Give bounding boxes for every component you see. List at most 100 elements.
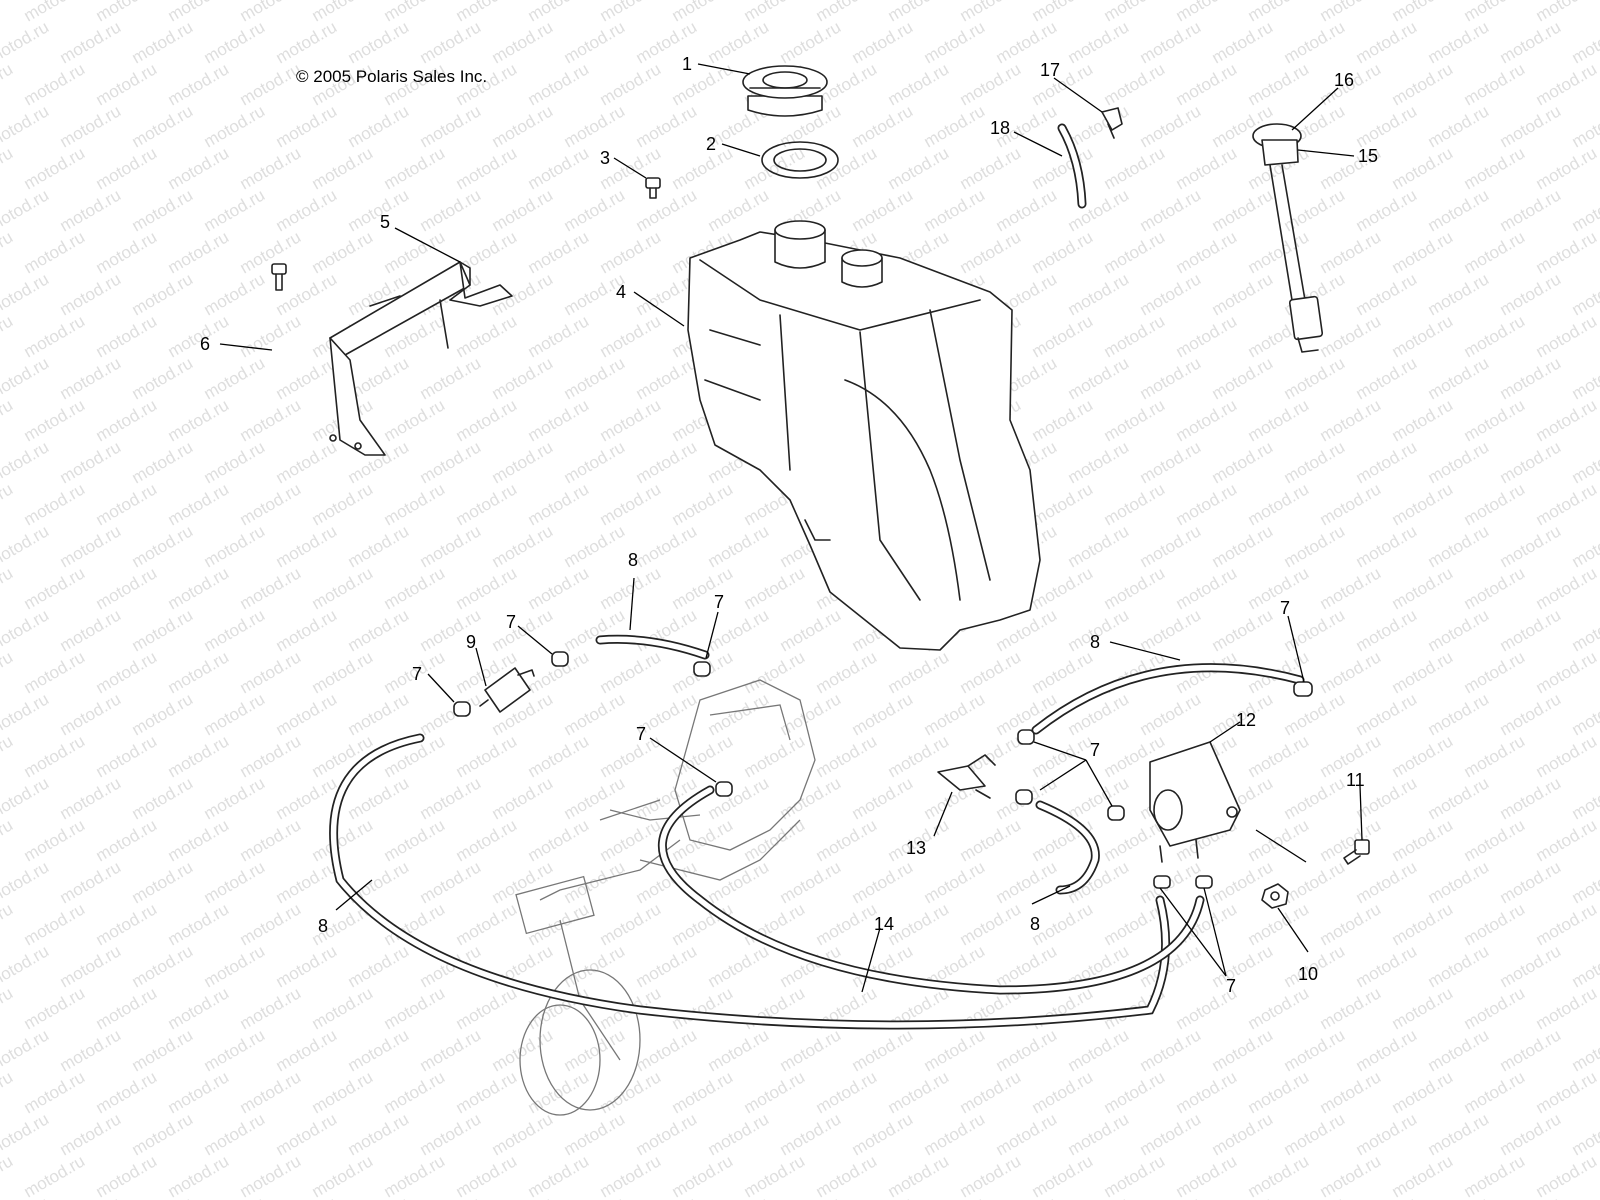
engine-carburetor-assembly bbox=[515, 679, 816, 1116]
watermark-text: motod.ru bbox=[849, 185, 917, 235]
watermark-text: motod.ru bbox=[669, 0, 737, 25]
watermark-text: motod.ru bbox=[21, 395, 89, 445]
watermark-text: motod.ru bbox=[1029, 647, 1097, 697]
watermark-text: motod.ru bbox=[417, 1025, 485, 1075]
watermark-text: motod.ru bbox=[1533, 59, 1600, 109]
watermark-text: motod.ru bbox=[1461, 395, 1529, 445]
watermark-text: motod.ru bbox=[669, 479, 737, 529]
watermark-text: motod.ru bbox=[705, 605, 773, 655]
watermark-text: motod.ru bbox=[1281, 773, 1349, 823]
watermark-text: motod.ru bbox=[417, 437, 485, 487]
watermark-text: motod.ru bbox=[921, 185, 989, 235]
watermark-text: motod.ru bbox=[1425, 185, 1493, 235]
watermark-text: motod.ru bbox=[1245, 227, 1313, 277]
watermark-text: motod.ru bbox=[993, 1025, 1061, 1075]
watermark-text: motod.ru bbox=[1209, 353, 1277, 403]
watermark-text: motod.ru bbox=[1029, 311, 1097, 361]
watermark-text: motod.ru bbox=[597, 0, 665, 25]
watermark-text: motod.ru bbox=[1461, 311, 1529, 361]
watermark-text: motod.ru bbox=[597, 731, 665, 781]
watermark-text: motod.ru bbox=[1497, 521, 1565, 571]
watermark-text: motod.ru bbox=[1533, 647, 1600, 697]
watermark-text: motod.ru bbox=[957, 59, 1025, 109]
watermark-text: motod.ru bbox=[345, 1193, 413, 1200]
watermark-text: motod.ru bbox=[1065, 185, 1133, 235]
watermark-text: motod.ru bbox=[1533, 563, 1600, 613]
callout-7-carb: 7 bbox=[636, 724, 646, 744]
watermark-text: motod.ru bbox=[21, 0, 89, 25]
watermark-text: motod.ru bbox=[0, 521, 52, 571]
watermark-text: motod.ru bbox=[381, 0, 449, 25]
watermark-text: motod.ru bbox=[669, 1151, 737, 1200]
watermark-text: motod.ru bbox=[237, 59, 305, 109]
callout-8-lower: 8 bbox=[1030, 914, 1040, 934]
watermark-text: motod.ru bbox=[1137, 1109, 1205, 1159]
watermark-text: motod.ru bbox=[597, 1067, 665, 1117]
watermark-text: motod.ru bbox=[273, 185, 341, 235]
watermark-text: motod.ru bbox=[921, 17, 989, 67]
watermark-text: motod.ru bbox=[201, 437, 269, 487]
watermark-text: motod.ru bbox=[1497, 1193, 1565, 1200]
watermark-text: motod.ru bbox=[1497, 689, 1565, 739]
part-fuel-tank bbox=[687, 220, 1041, 651]
watermark-text: motod.ru bbox=[1173, 0, 1241, 25]
watermark-text: motod.ru bbox=[561, 17, 629, 67]
watermark-text: motod.ru bbox=[525, 0, 593, 25]
watermark-text: motod.ru bbox=[1065, 437, 1133, 487]
watermark-text: motod.ru bbox=[57, 185, 125, 235]
watermark-text: motod.ru bbox=[129, 689, 197, 739]
watermark-text: motod.ru bbox=[1497, 941, 1565, 991]
watermark-text: motod.ru bbox=[669, 143, 737, 193]
watermark-text: motod.ru bbox=[273, 17, 341, 67]
watermark-text: motod.ru bbox=[489, 605, 557, 655]
watermark-text: motod.ru bbox=[381, 1067, 449, 1117]
watermark-text: motod.ru bbox=[381, 1151, 449, 1200]
watermark-text: motod.ru bbox=[1353, 269, 1421, 319]
watermark-text: motod.ru bbox=[741, 0, 809, 25]
watermark-text: motod.ru bbox=[417, 17, 485, 67]
watermark-text: motod.ru bbox=[237, 311, 305, 361]
watermark-text: motod.ru bbox=[417, 689, 485, 739]
watermark-text: motod.ru bbox=[1461, 983, 1529, 1033]
part-fuel-hoses bbox=[329, 634, 1305, 1030]
watermark-text: motod.ru bbox=[165, 311, 233, 361]
watermark-text: motod.ru bbox=[921, 101, 989, 151]
watermark-text: motod.ru bbox=[273, 101, 341, 151]
watermark-text: motod.ru bbox=[1425, 1025, 1493, 1075]
watermark-text: motod.ru bbox=[561, 773, 629, 823]
watermark-text: motod.ru bbox=[1389, 815, 1457, 865]
watermark-text: motod.ru bbox=[273, 437, 341, 487]
watermark-text: motod.ru bbox=[597, 899, 665, 949]
watermark-text: motod.ru bbox=[1317, 1151, 1385, 1200]
watermark-text: motod.ru bbox=[57, 17, 125, 67]
watermark-text: motod.ru bbox=[453, 1151, 521, 1200]
watermark-text: motod.ru bbox=[489, 17, 557, 67]
watermark-text: motod.ru bbox=[0, 101, 52, 151]
watermark-text: motod.ru bbox=[237, 479, 305, 529]
watermark-text: motod.ru bbox=[1281, 185, 1349, 235]
watermark-text: motod.ru bbox=[1101, 59, 1169, 109]
watermark-text: motod.ru bbox=[813, 731, 881, 781]
watermark-text: motod.ru bbox=[237, 227, 305, 277]
watermark-text: motod.ru bbox=[705, 1109, 773, 1159]
watermark-text: motod.ru bbox=[129, 605, 197, 655]
watermark-text: motod.ru bbox=[237, 1151, 305, 1200]
watermark-text: motod.ru bbox=[561, 437, 629, 487]
watermark-text: motod.ru bbox=[489, 773, 557, 823]
callout-5: 5 bbox=[380, 212, 390, 232]
watermark-text: motod.ru bbox=[1533, 1067, 1600, 1117]
watermark-text: motod.ru bbox=[1137, 353, 1205, 403]
watermark-text: motod.ru bbox=[597, 647, 665, 697]
watermark-text: motod.ru bbox=[1101, 227, 1169, 277]
watermark-text: motod.ru bbox=[1209, 17, 1277, 67]
watermark-text: motod.ru bbox=[0, 185, 52, 235]
watermark-text: motod.ru bbox=[93, 59, 161, 109]
watermark-text: motod.ru bbox=[165, 563, 233, 613]
watermark-text: motod.ru bbox=[1353, 521, 1421, 571]
watermark-text: motod.ru bbox=[417, 101, 485, 151]
watermark-text: motod.ru bbox=[1533, 227, 1600, 277]
copyright-text: © 2005 Polaris Sales Inc. bbox=[296, 67, 487, 86]
watermark-text: motod.ru bbox=[129, 437, 197, 487]
watermark-text: motod.ru bbox=[1245, 59, 1313, 109]
watermark-text: motod.ru bbox=[0, 815, 16, 865]
